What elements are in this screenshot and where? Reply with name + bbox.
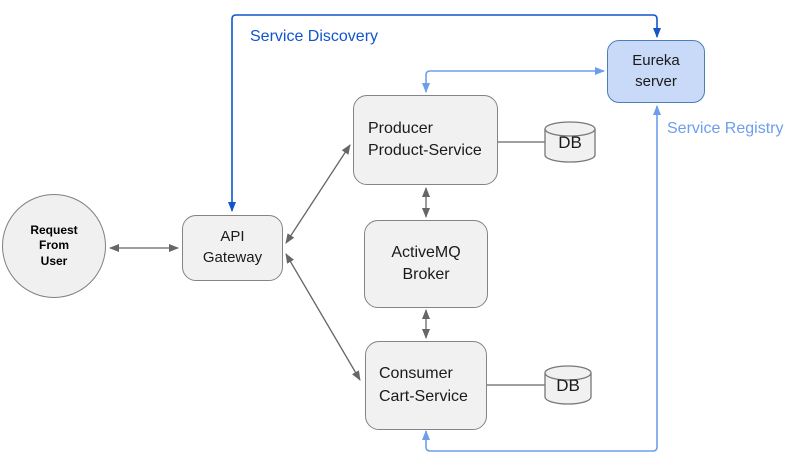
node-api-gateway: API Gateway xyxy=(182,215,283,281)
service-registry-label: Service Registry xyxy=(667,120,784,137)
edge-service-registry xyxy=(422,105,661,452)
edge-producer-eureka xyxy=(422,67,605,93)
node-api-gateway-label: API Gateway xyxy=(202,228,263,266)
db-cart-label: DB xyxy=(556,376,580,395)
node-activemq-label: ActiveMQ Broker xyxy=(391,243,461,283)
node-consumer-cart-service: Consumer Cart-Service xyxy=(365,341,487,430)
db-cylinder-product xyxy=(544,121,596,163)
service-discovery-label: Service Discovery xyxy=(250,28,379,45)
node-request-from-user-label: Request From User xyxy=(30,222,78,268)
node-request-from-user: Request From User xyxy=(2,194,106,298)
edge-service-discovery xyxy=(228,14,661,212)
db-cylinder-cart xyxy=(544,365,592,405)
node-producer-label: Producer Product-Service xyxy=(368,119,482,159)
node-consumer-label: Consumer Cart-Service xyxy=(379,365,468,405)
node-activemq-broker: ActiveMQ Broker xyxy=(364,220,488,308)
node-eureka-server: Eureka server xyxy=(607,40,705,103)
edge-gateway-consumer xyxy=(285,253,361,381)
node-eureka-label: Eureka server xyxy=(632,51,680,90)
db-product-label: DB xyxy=(558,133,582,152)
node-producer-product-service: Producer Product-Service xyxy=(353,95,498,185)
edge-gateway-producer xyxy=(285,144,351,244)
